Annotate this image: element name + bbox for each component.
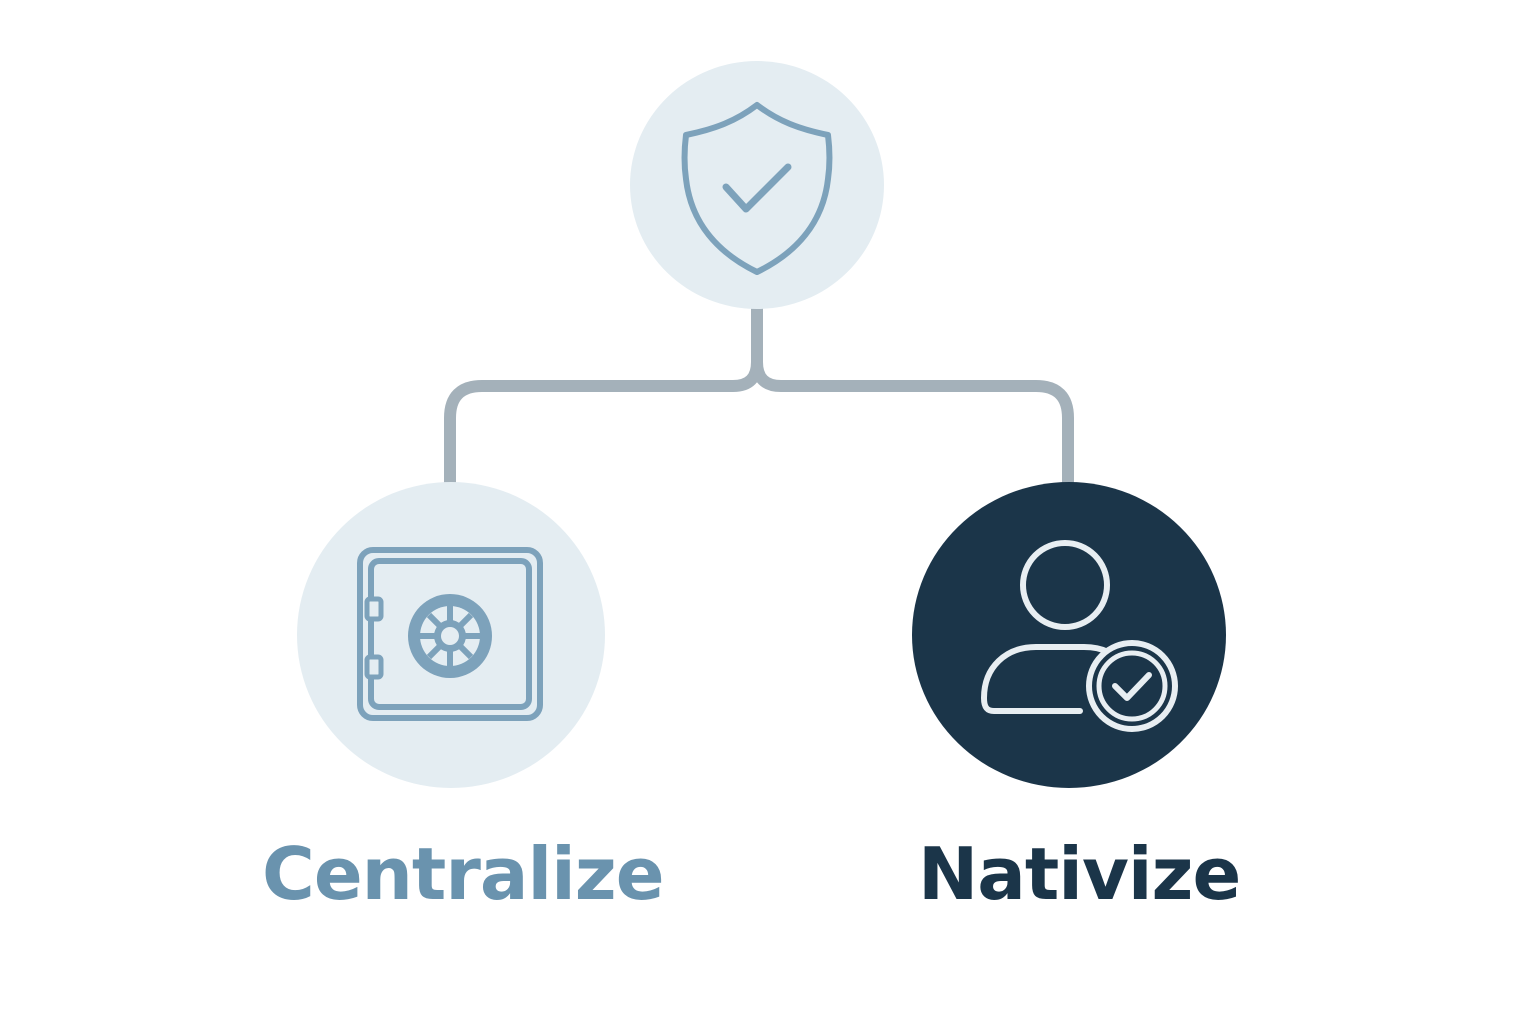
centralize-node <box>297 482 605 788</box>
centralize-label: Centralize <box>262 832 665 916</box>
shield-check-icon <box>681 102 833 275</box>
root-node <box>630 61 884 309</box>
connector-trunk <box>444 302 763 488</box>
connector-right-branch <box>751 302 1074 488</box>
safe-vault-icon <box>357 547 543 721</box>
nativize-node <box>912 482 1226 788</box>
nativize-label: Nativize <box>918 832 1241 916</box>
user-check-icon <box>981 540 1178 732</box>
